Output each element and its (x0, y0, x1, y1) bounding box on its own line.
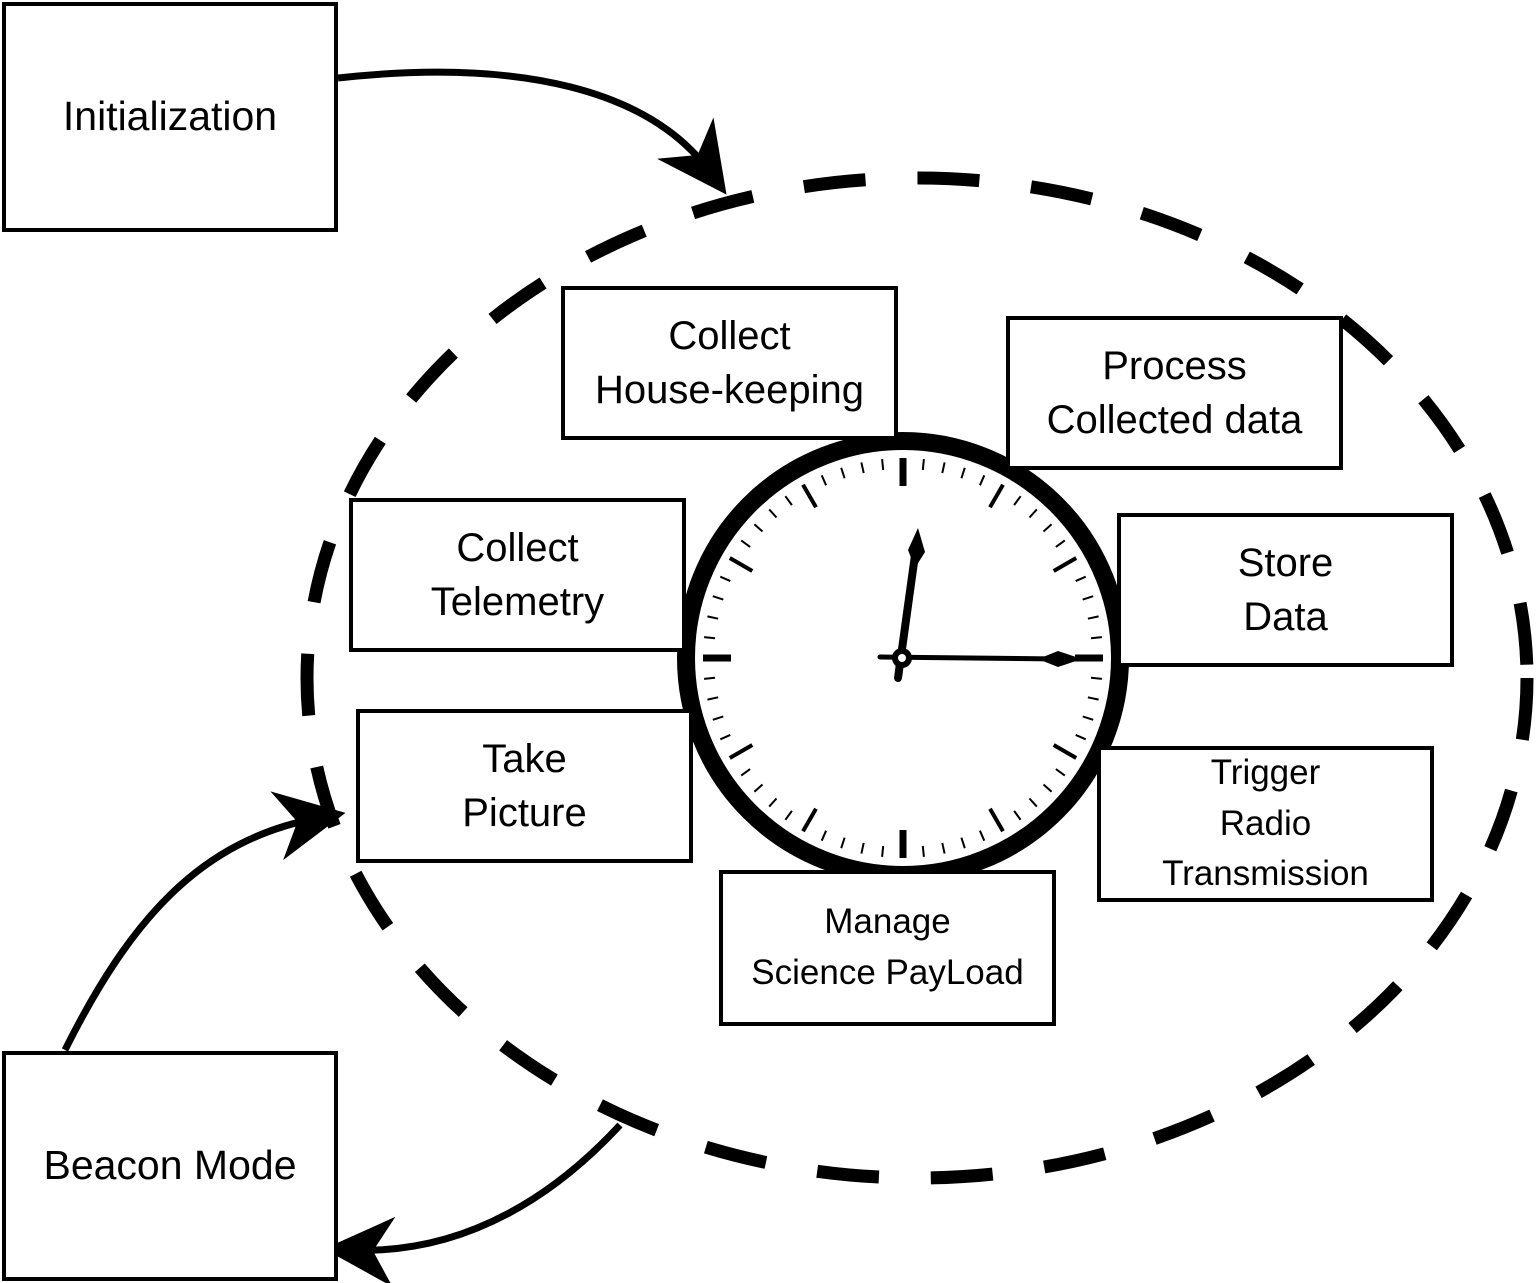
node-store-data-line-2: Data (1243, 595, 1328, 639)
clock-minute-tick (719, 575, 731, 583)
node-take-picture-line-1: Take (482, 737, 567, 781)
clock-hour-tick (728, 743, 754, 760)
node-trigger-radio-transmission: Trigger Radio Transmission (1097, 746, 1434, 902)
clock-minute-tick (820, 474, 828, 486)
node-process-collected-data: Process Collected data (1006, 316, 1343, 470)
node-trigger-radio-transmission-line-3: Transmission (1162, 854, 1369, 894)
clock-hour-tick (801, 807, 818, 833)
clock-minute-tick (840, 467, 846, 479)
clock-hour-tick (1052, 556, 1078, 573)
node-trigger-radio-transmission-line-1: Trigger (1210, 752, 1321, 792)
node-collect-telemetry-line-2: Telemetry (430, 580, 605, 624)
clock-icon (677, 432, 1129, 884)
clock-minute-tick (1075, 733, 1087, 741)
node-collect-telemetry: Collect Telemetry (349, 498, 686, 652)
clock-hour-tick (801, 483, 818, 509)
clock-minute-tick (753, 783, 764, 793)
clock-minute-tick (719, 733, 731, 741)
clock-minute-tick (840, 837, 846, 849)
clock-minute-tick (820, 830, 828, 842)
clock-hour-tick (988, 483, 1005, 509)
clock-minute-hand-tip (1038, 651, 1082, 667)
node-manage-science-payload-line-1: Manage (824, 902, 951, 942)
node-beacon-mode: Beacon Mode (2, 1051, 338, 1281)
node-store-data: Store Data (1117, 513, 1454, 667)
clock-minute-tick (1075, 575, 1087, 583)
node-process-collected-data-line-1: Process (1102, 344, 1247, 388)
clock-minute-tick (1087, 615, 1099, 620)
clock-minute-tick (740, 768, 751, 777)
arrow-beacon-to-loop (61, 791, 346, 1052)
clock-minute-tick (703, 636, 716, 640)
clock-minute-tick (1042, 783, 1053, 793)
clock-minute-tick (712, 595, 724, 601)
node-collect-housekeeping-line-1: Collect (668, 314, 791, 358)
node-collect-housekeeping-line-2: House-keeping (594, 368, 865, 412)
arrow-loop-to-beacon (324, 1122, 623, 1283)
clock-minute-tick (881, 845, 885, 858)
clock-minute-tick (941, 842, 946, 854)
clock-minute-tick (960, 837, 966, 849)
clock-minute-tick (784, 495, 793, 506)
clock-minute-tick (784, 810, 793, 821)
clock-minute-tick (1028, 797, 1038, 808)
node-process-collected-data-line-2: Collected data (1046, 398, 1303, 442)
clock-minute-tick (1082, 715, 1094, 721)
clock-minute-tick (860, 842, 865, 854)
clock-minute-tick (1087, 696, 1099, 701)
clock-minute-tick (703, 676, 716, 680)
clock-hour-tick (988, 807, 1005, 833)
node-collect-housekeeping: Collect House-keeping (561, 286, 898, 440)
clock-minute-tick (860, 462, 865, 474)
clock-minute-tick (768, 508, 778, 519)
clock-minute-tick (921, 845, 925, 858)
clock-minute-tick (740, 539, 751, 548)
clock-minute-tick (921, 458, 925, 471)
node-initialization: Initialization (2, 2, 338, 232)
clock-minute-tick (960, 467, 966, 479)
clock-minute-tick (1042, 523, 1053, 533)
clock-minute-tick (1028, 508, 1038, 519)
main-loop-ellipse (300, 171, 1534, 1185)
node-trigger-radio-transmission-line-2: Radio (1219, 803, 1312, 843)
clock-minute-tick (1055, 768, 1066, 777)
clock-ticks (703, 458, 1103, 858)
clock-minute-tick (707, 615, 719, 620)
clock-minute-tick (753, 523, 764, 533)
node-take-picture: Take Picture (356, 709, 693, 863)
clock-center-pin-inner (898, 654, 906, 662)
clock-minute-tick (712, 715, 724, 721)
node-initialization-label: Initialization (62, 93, 278, 140)
clock-minute-tick (1090, 636, 1103, 640)
node-manage-science-payload: Manage Science PayLoad (719, 870, 1056, 1026)
node-beacon-mode-label: Beacon Mode (43, 1142, 297, 1189)
node-collect-telemetry-line-1: Collect (456, 526, 579, 570)
clock-minute-tick (768, 797, 778, 808)
clock-minute-tick (1013, 810, 1022, 821)
clock-minute-tick (1013, 495, 1022, 506)
arrow-initialization-to-loop (337, 68, 727, 195)
clock-minute-tick (1090, 676, 1103, 680)
clock-minute-tick (978, 474, 986, 486)
clock-minute-tick (978, 830, 986, 842)
clock-minute-tick (1082, 595, 1094, 601)
node-store-data-line-1: Store (1237, 541, 1334, 585)
clock-hour-hand-tip (908, 528, 925, 568)
node-take-picture-line-2: Picture (462, 791, 587, 835)
clock-minute-tick (881, 458, 885, 471)
clock-minute-tick (941, 462, 946, 474)
node-manage-science-payload-line-2: Science PayLoad (751, 953, 1024, 992)
clock-hour-tick (1052, 743, 1078, 760)
clock-minute-tick (1055, 539, 1066, 548)
clock-minute-tick (707, 696, 719, 701)
clock-hour-tick (728, 556, 754, 573)
